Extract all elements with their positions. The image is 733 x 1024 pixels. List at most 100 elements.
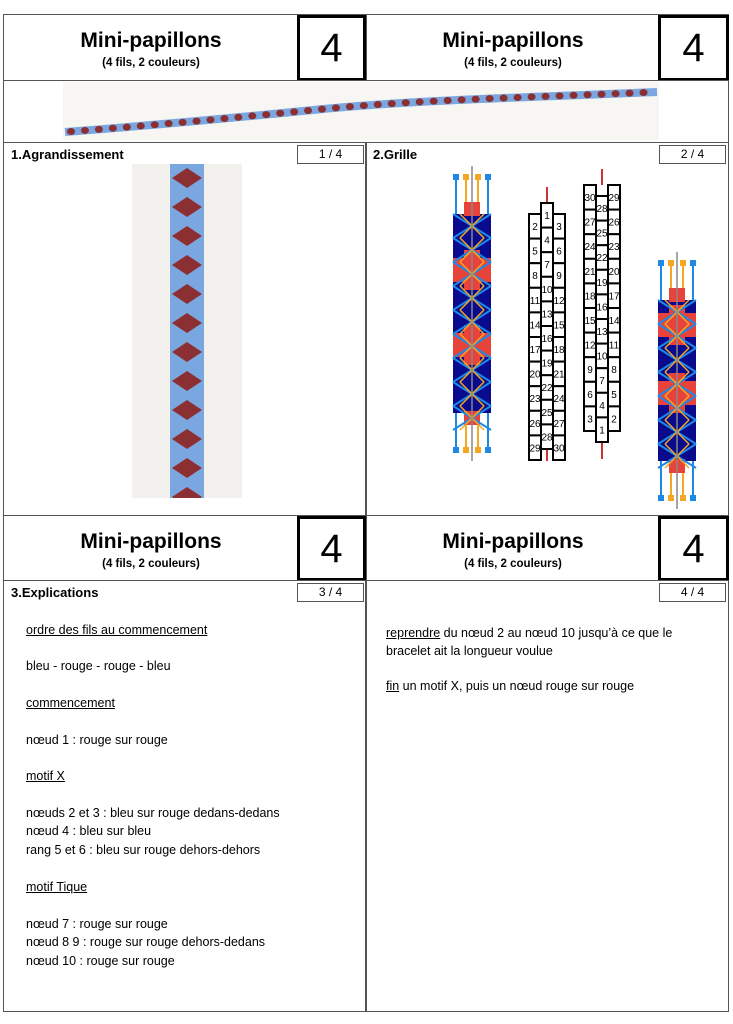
end-text: un motif X, puis un nœud rouge sur rouge [399, 679, 635, 693]
grid-cell-number: 13 [541, 309, 553, 320]
panel-explanations: 3.Explications 3 / 4 [3, 580, 366, 1012]
grid-cell-number: 10 [541, 285, 553, 296]
bracelet-knot [331, 104, 340, 112]
grid-cell-number: 1 [544, 211, 550, 222]
bracelet-knot [345, 103, 354, 111]
text-motif-tique-3: nœud 10 : rouge sur rouge [26, 954, 175, 968]
grid-cell-number: 9 [556, 271, 562, 282]
panel-enlargement: 1.Agrandissement 1 / 4 [3, 142, 366, 516]
grid-cell-number: 1 [599, 425, 605, 436]
grid-cell-number: 25 [541, 408, 553, 419]
bracelet-knot [415, 98, 424, 106]
grid-cell-number: 12 [553, 296, 565, 307]
bracelet-knot [639, 89, 648, 97]
card-subtitle: (4 fils, 2 couleurs) [102, 57, 200, 69]
bracelet-closeup-photo [132, 164, 242, 498]
heading-start: commencement [26, 696, 115, 710]
header-card-2: Mini-papillons (4 fils, 2 couleurs) 4 [366, 14, 729, 81]
grid-cell-number: 11 [609, 341, 620, 352]
bracelet-knot [136, 122, 145, 130]
text-start: nœud 1 : rouge sur rouge [26, 733, 168, 747]
grid-cell-number: 18 [553, 345, 565, 356]
grid-cell-number: 2 [532, 222, 538, 233]
card-title: Mini-papillons [442, 29, 584, 52]
bracelet-strip-photo [63, 82, 659, 140]
grid-cell [552, 434, 566, 461]
bracelet-knot [234, 113, 243, 121]
grid-cell-number: 27 [584, 218, 596, 229]
grid-cell-number: 8 [611, 365, 617, 376]
grid-cell-number: 23 [608, 242, 620, 253]
grid-cell-number: 2 [611, 414, 617, 425]
bracelet-knot [172, 458, 202, 478]
grid-cell-number: 11 [530, 296, 541, 307]
grid-cell-number: 30 [553, 443, 565, 454]
bracelet-knot [172, 487, 202, 498]
card-title: Mini-papillons [442, 530, 584, 553]
bracelet-knot [401, 99, 410, 107]
page-indicator: 1 / 4 [297, 145, 364, 164]
bracelet-knot [583, 91, 592, 99]
text-repeat: reprendre du nœud 2 au nœud 10 jusqu’à c… [386, 624, 716, 660]
text-motif-x-2: nœud 4 : bleu sur bleu [26, 824, 152, 838]
bracelet-knot [172, 342, 202, 362]
repeat-text: du nœud 2 au nœud 10 jusqu’à ce que le b… [386, 626, 673, 658]
bracelet-knot [373, 101, 382, 109]
card-subtitle: (4 fils, 2 couleurs) [464, 57, 562, 69]
bracelet-knot [178, 118, 187, 126]
bracelet-knot [625, 89, 634, 97]
bracelet-knot [555, 92, 564, 100]
thread-end [658, 495, 664, 501]
bracelet-knot [172, 255, 202, 275]
bracelet-knot [569, 91, 578, 99]
bracelet-knot [192, 117, 201, 125]
thread-end [475, 174, 481, 180]
bracelet-knot [164, 120, 173, 128]
bracelet-knot [359, 102, 368, 110]
card-title: Mini-papillons [80, 29, 222, 52]
page-indicator: 2 / 4 [659, 145, 726, 164]
grid-cell-number: 10 [596, 352, 608, 363]
grid-cell-number: 8 [532, 271, 538, 282]
bracelet-knot [172, 429, 202, 449]
bracelet-knot [248, 112, 257, 120]
thread-end [463, 447, 469, 453]
bracelet-knot [122, 123, 131, 131]
grid-cell-number: 3 [556, 222, 562, 233]
bracelet-knot [108, 124, 117, 132]
bracelet-knot [541, 92, 550, 100]
header-card-4: Mini-papillons (4 fils, 2 couleurs) 4 [366, 515, 729, 581]
bracelet-knot [429, 97, 438, 105]
grid-cell-number: 28 [596, 204, 608, 215]
grid-cell-number: 5 [532, 247, 538, 258]
grid-cell-number: 20 [608, 267, 620, 278]
text-end: fin un motif X, puis un nœud rouge sur r… [386, 679, 716, 693]
panel-continuation: 4 / 4 reprendre du nœud 2 au nœud 10 jus… [366, 580, 729, 1012]
thread-end [668, 260, 674, 266]
card-subtitle: (4 fils, 2 couleurs) [102, 558, 200, 570]
bracelet-knot [290, 108, 299, 116]
text-motif-x-3: rang 5 et 6 : bleu sur rouge dehors-deho… [26, 843, 261, 857]
section-title: 3.Explications [11, 585, 99, 600]
grid-cell-number: 20 [529, 370, 541, 381]
grid-cell-number: 9 [587, 365, 593, 376]
grid-cell-number: 29 [608, 193, 620, 204]
grid-cell-number: 19 [541, 359, 553, 370]
grid-cell-number: 7 [544, 260, 550, 271]
grid-cell-number: 30 [584, 193, 596, 204]
label-repeat: reprendre [386, 626, 441, 640]
bracelet-knot [172, 168, 202, 188]
card-number: 4 [658, 516, 729, 581]
page-indicator: 3 / 4 [297, 583, 364, 602]
card-subtitle: (4 fils, 2 couleurs) [464, 558, 562, 570]
bracelet-knot [94, 125, 103, 133]
grid-cell-number: 22 [596, 253, 608, 264]
bracelet-strip-panel [3, 80, 729, 143]
bracelet-knot [262, 111, 271, 119]
thread-end [668, 495, 674, 501]
thread-end [453, 174, 459, 180]
heading-motif-x: motif X [26, 769, 65, 783]
heading-thread-order: ordre des fils au commencement [26, 623, 208, 637]
section-title: 2.Grille [373, 147, 418, 162]
